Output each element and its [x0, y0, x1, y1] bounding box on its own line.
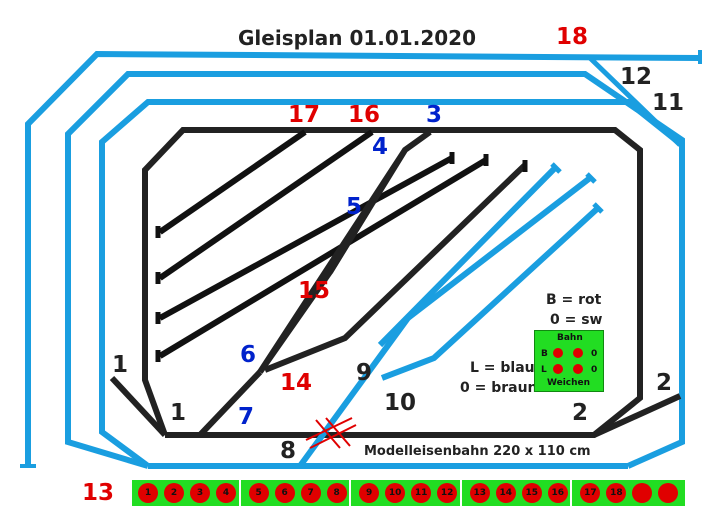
label-4: 4 — [372, 134, 389, 160]
switch-lamp[interactable]: 8 — [326, 483, 347, 503]
label-9: 9 — [356, 360, 373, 386]
switch-lamp[interactable]: 9 — [359, 483, 380, 503]
blue-stop — [592, 202, 604, 214]
track-6-14 — [197, 369, 263, 438]
panel-0-label-2: 0 — [591, 365, 598, 375]
strip-separator — [238, 480, 241, 506]
panel-top-label: Bahn — [557, 333, 583, 343]
label-7: 7 — [238, 404, 255, 430]
legend-0-sw: 0 = sw — [550, 312, 603, 328]
switch-lamp[interactable] — [658, 483, 679, 503]
strip-separator — [459, 480, 462, 506]
yard-a — [158, 155, 454, 321]
switch-lamp[interactable]: 12 — [437, 483, 458, 503]
label-11: 11 — [652, 90, 685, 116]
switch-lamp[interactable] — [632, 483, 653, 503]
panel-b-label: B — [541, 349, 548, 359]
strip-separator — [570, 480, 573, 506]
crossing-mark — [325, 417, 351, 447]
switch-lamp[interactable]: 11 — [411, 483, 432, 503]
label-1: 1 — [170, 400, 187, 426]
switch-lamp[interactable]: 14 — [495, 483, 516, 503]
panel-l-label: L — [541, 365, 547, 375]
label-18: 18 — [556, 24, 589, 50]
label-13: 13 — [82, 480, 115, 506]
label-17: 17 — [288, 102, 321, 128]
panel-led — [553, 348, 563, 358]
crossing-mark — [309, 424, 357, 449]
plan-title: Gleisplan 01.01.2020 — [238, 26, 476, 50]
panel-0-label: 0 — [591, 349, 598, 359]
label-1-siding: 1 — [112, 352, 129, 378]
footer-caption: Modelleisenbahn 220 x 110 cm — [364, 444, 591, 459]
label-16: 16 — [348, 102, 381, 128]
switch-lamp[interactable]: 17 — [580, 483, 601, 503]
track-inner-loop — [142, 127, 643, 438]
panel-led — [573, 348, 583, 358]
label-3: 3 — [426, 102, 443, 128]
blue-stop — [550, 162, 562, 174]
track-11 — [99, 99, 684, 469]
label-12: 12 — [620, 64, 653, 90]
switch-lamp[interactable]: 5 — [248, 483, 269, 503]
label-6: 6 — [240, 342, 257, 368]
label-10: 10 — [384, 390, 417, 416]
legend-b-rot: B = rot — [546, 292, 602, 308]
switch-lamp[interactable]: 4 — [216, 483, 236, 503]
crossing-mark — [315, 419, 341, 449]
label-5: 5 — [346, 194, 363, 220]
control-panel: Bahn B 0 L 0 Weichen — [534, 330, 604, 392]
label-2-siding: 2 — [656, 370, 673, 396]
switch-lamp[interactable]: 7 — [300, 483, 321, 503]
panel-led — [553, 364, 563, 374]
yard-b — [158, 157, 488, 359]
legend-0-braun: 0 = braun — [460, 380, 538, 396]
switch-lamp[interactable]: 1 — [138, 483, 158, 503]
siding-2 — [592, 393, 682, 438]
switch-lamp[interactable]: 16 — [547, 483, 568, 503]
track-blue-up1 — [377, 165, 558, 348]
switch-lamp[interactable]: 10 — [385, 483, 406, 503]
label-8: 8 — [280, 438, 297, 464]
label-2: 2 — [572, 400, 589, 426]
blue-stop — [585, 172, 597, 184]
track-right-diagonal — [263, 162, 528, 373]
switch-lamp[interactable]: 15 — [521, 483, 542, 503]
track-zigzag-mid — [327, 208, 371, 274]
switch-lamp[interactable]: 2 — [164, 483, 184, 503]
switch-lamp[interactable]: 18 — [606, 483, 627, 503]
legend-l-blau: L = blau — [470, 360, 535, 376]
label-14: 14 — [280, 370, 313, 396]
track-18 — [25, 50, 701, 466]
yard-16 — [158, 129, 374, 281]
crossing-mark — [305, 417, 353, 441]
panel-bottom-label: Weichen — [547, 378, 591, 388]
siding-1 — [109, 375, 168, 438]
yard-17 — [158, 129, 307, 235]
track-12 — [65, 71, 685, 469]
label-15: 15 — [298, 278, 331, 304]
track-blue-up2 — [406, 175, 592, 321]
strip-separator — [349, 480, 352, 506]
track-blue-up3 — [380, 205, 601, 381]
switch-lamp[interactable]: 6 — [274, 483, 295, 503]
switch-lamp[interactable]: 3 — [190, 483, 210, 503]
panel-led — [573, 364, 583, 374]
switch-lamp[interactable]: 13 — [469, 483, 490, 503]
track-8-blue — [297, 316, 411, 468]
